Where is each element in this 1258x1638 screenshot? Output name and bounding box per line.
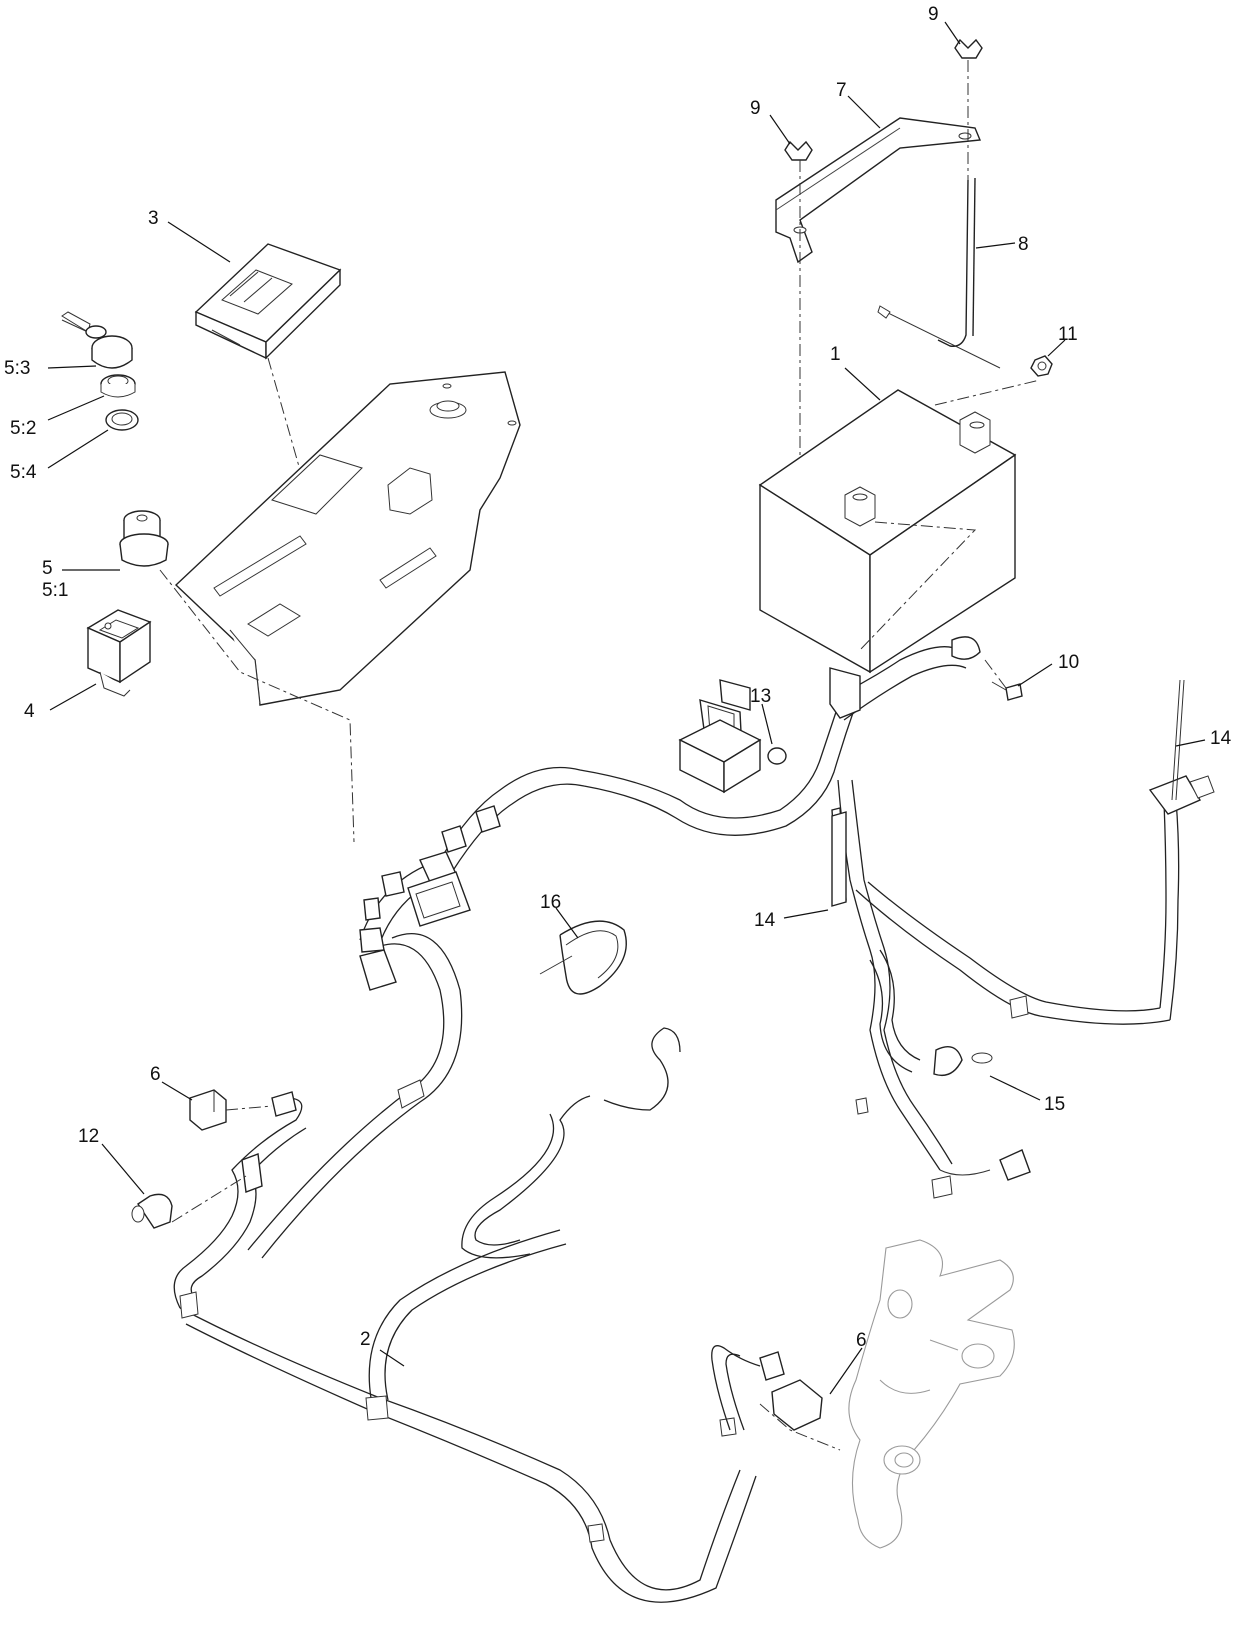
callout-5: 5 <box>42 558 53 579</box>
spindle-housing <box>848 1239 1015 1549</box>
callout-5-3: 5:3 <box>4 358 30 379</box>
callout-6-right: 6 <box>856 1330 867 1351</box>
callout-1: 1 <box>830 344 841 365</box>
control-panel <box>174 371 521 706</box>
callout-6-left: 6 <box>150 1064 161 1085</box>
callout-14-right: 14 <box>1210 728 1232 749</box>
callout-4: 4 <box>24 701 35 722</box>
assembly-line-3 <box>267 357 301 471</box>
callout-16: 16 <box>540 892 561 913</box>
pto-switch <box>86 609 152 697</box>
callout-13: 13 <box>750 686 771 707</box>
tie-strap-14 <box>831 811 847 907</box>
ignition-switch <box>119 510 169 567</box>
battery-nut <box>1030 355 1053 377</box>
battery <box>758 379 1041 674</box>
key-cap <box>91 335 133 369</box>
leader-lines <box>47 21 1206 1395</box>
callout-9-top: 9 <box>928 4 939 25</box>
callout-10: 10 <box>1058 652 1079 673</box>
key-nut <box>100 374 136 398</box>
callout-2: 2 <box>360 1329 371 1350</box>
assembly-line-10 <box>984 659 1007 689</box>
assembly-line-5 <box>159 569 355 843</box>
callout-7: 7 <box>836 80 847 101</box>
callout-5-2: 5:2 <box>10 418 36 439</box>
battery-bolt <box>991 681 1023 701</box>
connector-right <box>759 1351 841 1451</box>
callout-12: 12 <box>78 1126 99 1147</box>
callout-11: 11 <box>1058 324 1078 345</box>
callout-labels: 1 2 3 4 5 5:1 5:3 5:2 5:4 6 6 7 8 9 9 10… <box>4 4 1232 1351</box>
callout-5-1: 5:1 <box>42 580 68 601</box>
hold-down-bracket <box>775 117 982 264</box>
display-module <box>194 243 342 360</box>
callout-14-center: 14 <box>754 910 776 931</box>
cable-tie-loop <box>539 920 627 995</box>
connector-left <box>189 1089 297 1193</box>
wing-nut <box>784 38 983 161</box>
sensor-12 <box>131 1175 247 1229</box>
callout-9-left: 9 <box>750 98 761 119</box>
callout-8: 8 <box>1018 234 1029 255</box>
callout-3: 3 <box>148 208 159 229</box>
callout-5-4: 5:4 <box>10 462 37 483</box>
ignition-key <box>61 311 107 339</box>
key-washer <box>105 409 139 431</box>
callout-15: 15 <box>1044 1094 1065 1115</box>
hold-down-rod <box>877 177 1001 369</box>
relay-fuse-block <box>678 719 762 794</box>
push-rivet <box>767 747 787 765</box>
wire-harness <box>173 933 761 1603</box>
